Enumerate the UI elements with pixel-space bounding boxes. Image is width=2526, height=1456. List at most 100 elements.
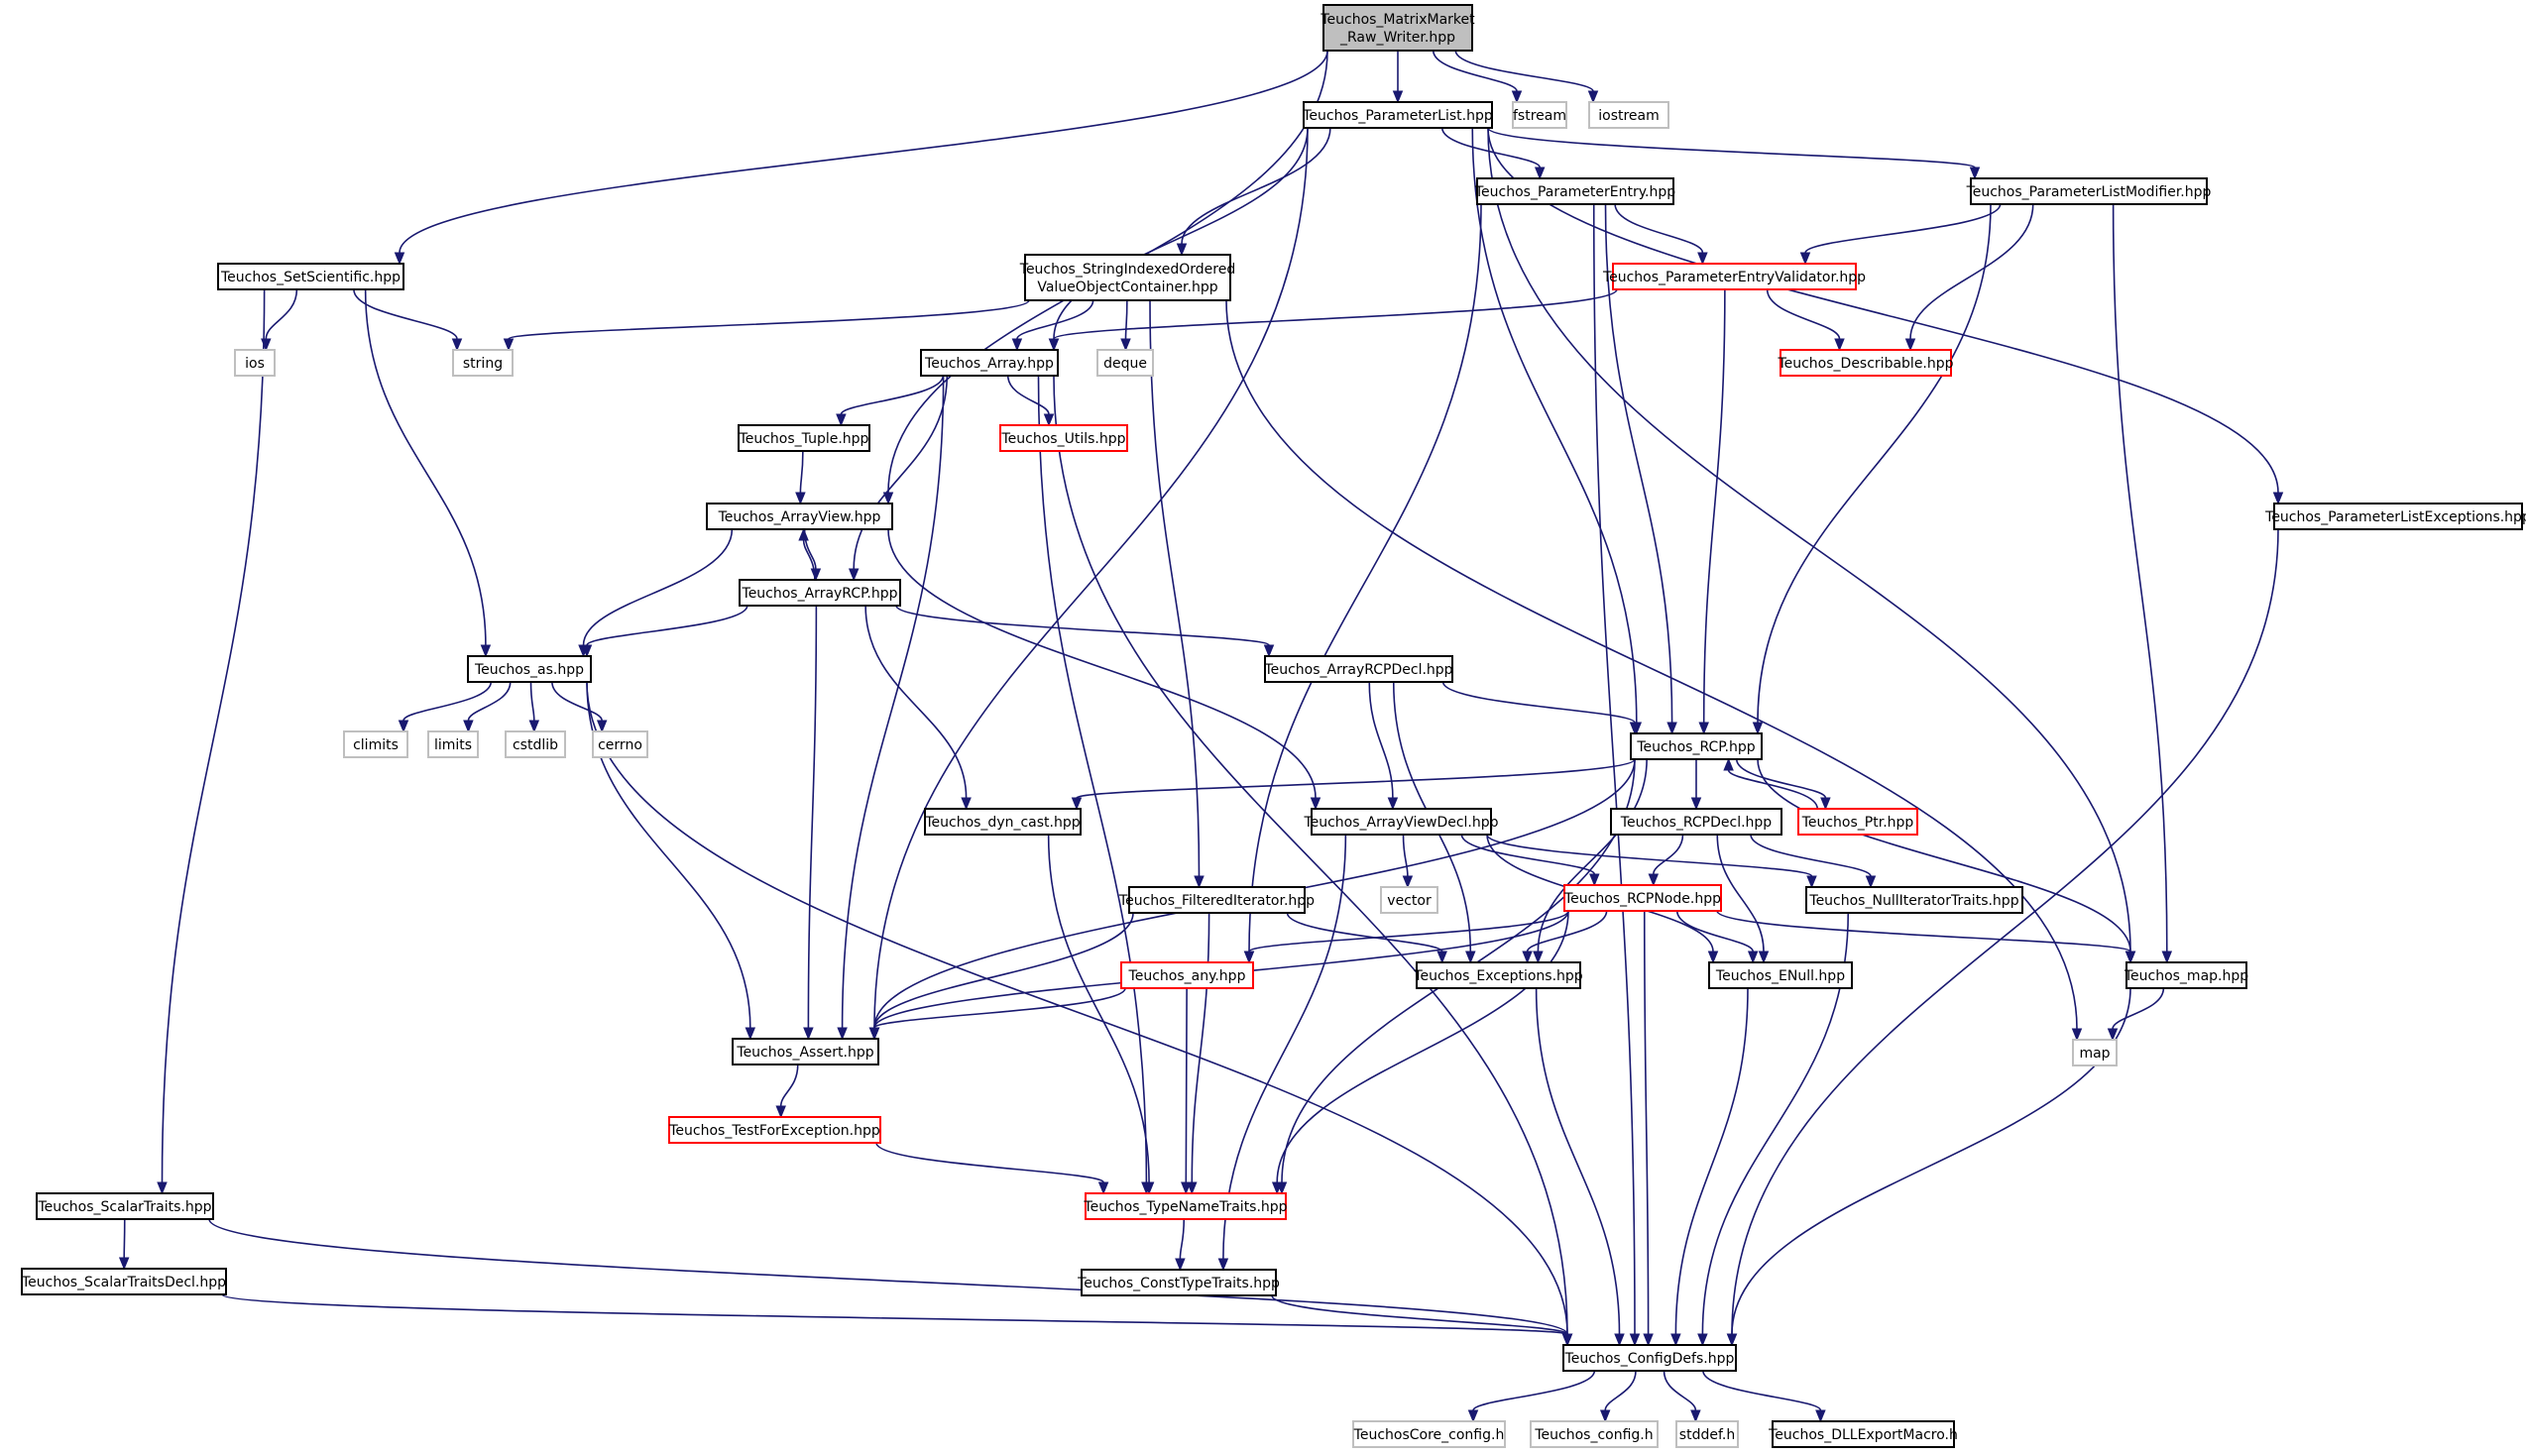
node-ios: ios [234,349,276,377]
node-root[interactable]: Teuchos_MatrixMarket_Raw_Writer.hpp [1320,4,1475,52]
arrowhead [2124,951,2136,964]
node-box [1311,808,1492,836]
edge-pevalidator-to-describable [1766,288,1841,340]
edge-dyncast-to-typename [1047,834,1150,1183]
arrowhead [451,338,463,352]
arrowhead [480,644,492,658]
node-exceptions[interactable]: Teuchos_Exceptions.hpp [1413,961,1583,989]
arrowhead [2161,951,2173,964]
node-plexceptions[interactable]: Teuchos_ParameterListExceptions.hpp [2264,503,2526,530]
edge-rcpnode-to-enull [1675,910,1754,952]
node-filtered[interactable]: Teuchos_FilteredIterator.hpp [1118,886,1315,914]
edge-any-to-assert [873,987,1126,1029]
node-box [1588,101,1669,129]
node-assert[interactable]: Teuchos_Assert.hpp [732,1038,879,1065]
node-vector: vector [1380,886,1438,914]
node-testexc[interactable]: Teuchos_TestForException.hpp [668,1116,881,1144]
edge-arrayrcp-to-dyncast [864,605,968,799]
node-plmodifier[interactable]: Teuchos_ParameterListModifier.hpp [1966,177,2212,205]
node-label: Teuchos_config.h [1534,1427,1653,1443]
node-rcpnode[interactable]: Teuchos_RCPNode.hpp [1563,884,1722,912]
arrowhead [1670,1333,1681,1347]
edge-paramlist-to-rcp [1471,127,1638,724]
node-setsci[interactable]: Teuchos_SetScientific.hpp [217,263,404,290]
edge-siovoc-to-map [1225,299,2078,1030]
node-label: Teuchos_Utils.hpp [1001,431,1126,447]
node-pevalidator[interactable]: Teuchos_ParameterEntryValidator.hpp [1602,263,1866,290]
node-cstdlib: cstdlib [505,730,566,758]
node-label: Teuchos_ArrayRCP.hpp [742,586,898,602]
edge-array-to-typename [1037,375,1148,1183]
edge-paramentry-to-any [1248,203,1482,952]
node-consttype[interactable]: Teuchos_ConstTypeTraits.hpp [1077,1269,1280,1296]
edge-consttype-to-configdefs [1271,1294,1568,1335]
node-arrayview[interactable]: Teuchos_ArrayView.hpp [706,503,893,530]
node-enull[interactable]: Teuchos_ENull.hpp [1708,961,1853,989]
node-box [467,655,592,683]
node-rcp[interactable]: Teuchos_RCP.hpp [1630,732,1763,760]
node-scalartraits[interactable]: Teuchos_ScalarTraits.hpp [36,1192,214,1220]
node-tuple[interactable]: Teuchos_Tuple.hpp [738,424,870,452]
node-box [1563,884,1722,912]
edge-arrayrcp-to-assert [807,605,818,1029]
node-label: Teuchos_Assert.hpp [736,1045,873,1061]
arrowhead [2107,1028,2119,1042]
node-box [1708,961,1853,989]
arrowhead [503,338,515,352]
node-label: Teuchos_ParameterEntryValidator.hpp [1602,270,1866,285]
edge-array-to-utils [1006,375,1050,415]
node-box [924,808,1082,836]
arrowhead [1690,797,1702,811]
node-describable[interactable]: Teuchos_Describable.hpp [1777,349,1954,377]
node-box [21,1268,227,1295]
node-label: Teuchos_ConfigDefs.hpp [1564,1351,1735,1367]
node-array[interactable]: Teuchos_Array.hpp [920,349,1059,377]
node-arrayrcp[interactable]: Teuchos_ArrayRCP.hpp [739,579,901,607]
node-arrayrcpdecl[interactable]: Teuchos_ArrayRCPDecl.hpp [1263,655,1453,683]
node-deque: deque [1096,349,1154,377]
node-utils[interactable]: Teuchos_Utils.hpp [999,424,1128,452]
node-ptr[interactable]: Teuchos_Ptr.hpp [1797,808,1918,836]
edge-scalardecl-to-configdefs [221,1293,1568,1335]
node-label: string [463,356,503,372]
arrowhead [1697,1333,1708,1347]
node-as[interactable]: Teuchos_as.hpp [467,655,592,683]
node-label: Teuchos_map.hpp [2124,968,2248,984]
node-paramentry[interactable]: Teuchos_ParameterEntry.hpp [1474,177,1675,205]
edge-rcpnode-to-any [1248,910,1569,952]
node-box [732,1038,879,1065]
edge-setsci-to-as [364,288,487,646]
arrowhead [1815,1409,1826,1423]
node-siovoc[interactable]: Teuchos_StringIndexedOrderedValueObjectC… [1019,254,1235,301]
arrowhead [1834,338,1845,352]
node-box [592,730,648,758]
arrowhead [394,252,405,266]
edge-configdefs-to-tconfig [1604,1370,1637,1411]
node-scalardecl[interactable]: Teuchos_ScalarTraitsDecl.hpp [21,1268,227,1295]
node-dyncast[interactable]: Teuchos_dyn_cast.hpp [924,808,1082,836]
arrowhead [1243,951,1255,964]
arrowhead [1048,338,1060,352]
node-any[interactable]: Teuchos_any.hpp [1120,961,1254,989]
node-map_hpp[interactable]: Teuchos_map.hpp [2124,961,2248,989]
node-box [217,263,404,290]
node-rcpdecl[interactable]: Teuchos_RCPDecl.hpp [1610,808,1782,836]
node-typename[interactable]: Teuchos_TypeNameTraits.hpp [1083,1192,1288,1220]
node-paramlist[interactable]: Teuchos_ParameterList.hpp [1302,101,1493,129]
edge-setsci-to-scalartraits [161,288,266,1183]
edge-paramentry-to-rcp [1604,203,1673,724]
arrowhead [1707,951,1719,964]
node-dllexport[interactable]: Teuchos_DLLExportMacro.h [1768,1420,1958,1448]
node-box [1264,655,1453,683]
node-box [1322,4,1473,52]
node-label: Teuchos_RCP.hpp [1636,739,1755,755]
node-configdefs[interactable]: Teuchos_ConfigDefs.hpp [1562,1344,1737,1372]
node-nullit[interactable]: Teuchos_NullIteratorTraits.hpp [1805,886,2023,914]
node-label: ios [245,356,265,372]
node-box [1512,101,1567,129]
arrowhead [1629,722,1641,735]
arrowhead [795,492,806,505]
edge-arrayview-to-arrayviewdecl [887,528,1317,799]
edge-filtered-to-exceptions [1286,912,1443,952]
node-arrayviewdecl[interactable]: Teuchos_ArrayViewDecl.hpp [1303,808,1499,836]
